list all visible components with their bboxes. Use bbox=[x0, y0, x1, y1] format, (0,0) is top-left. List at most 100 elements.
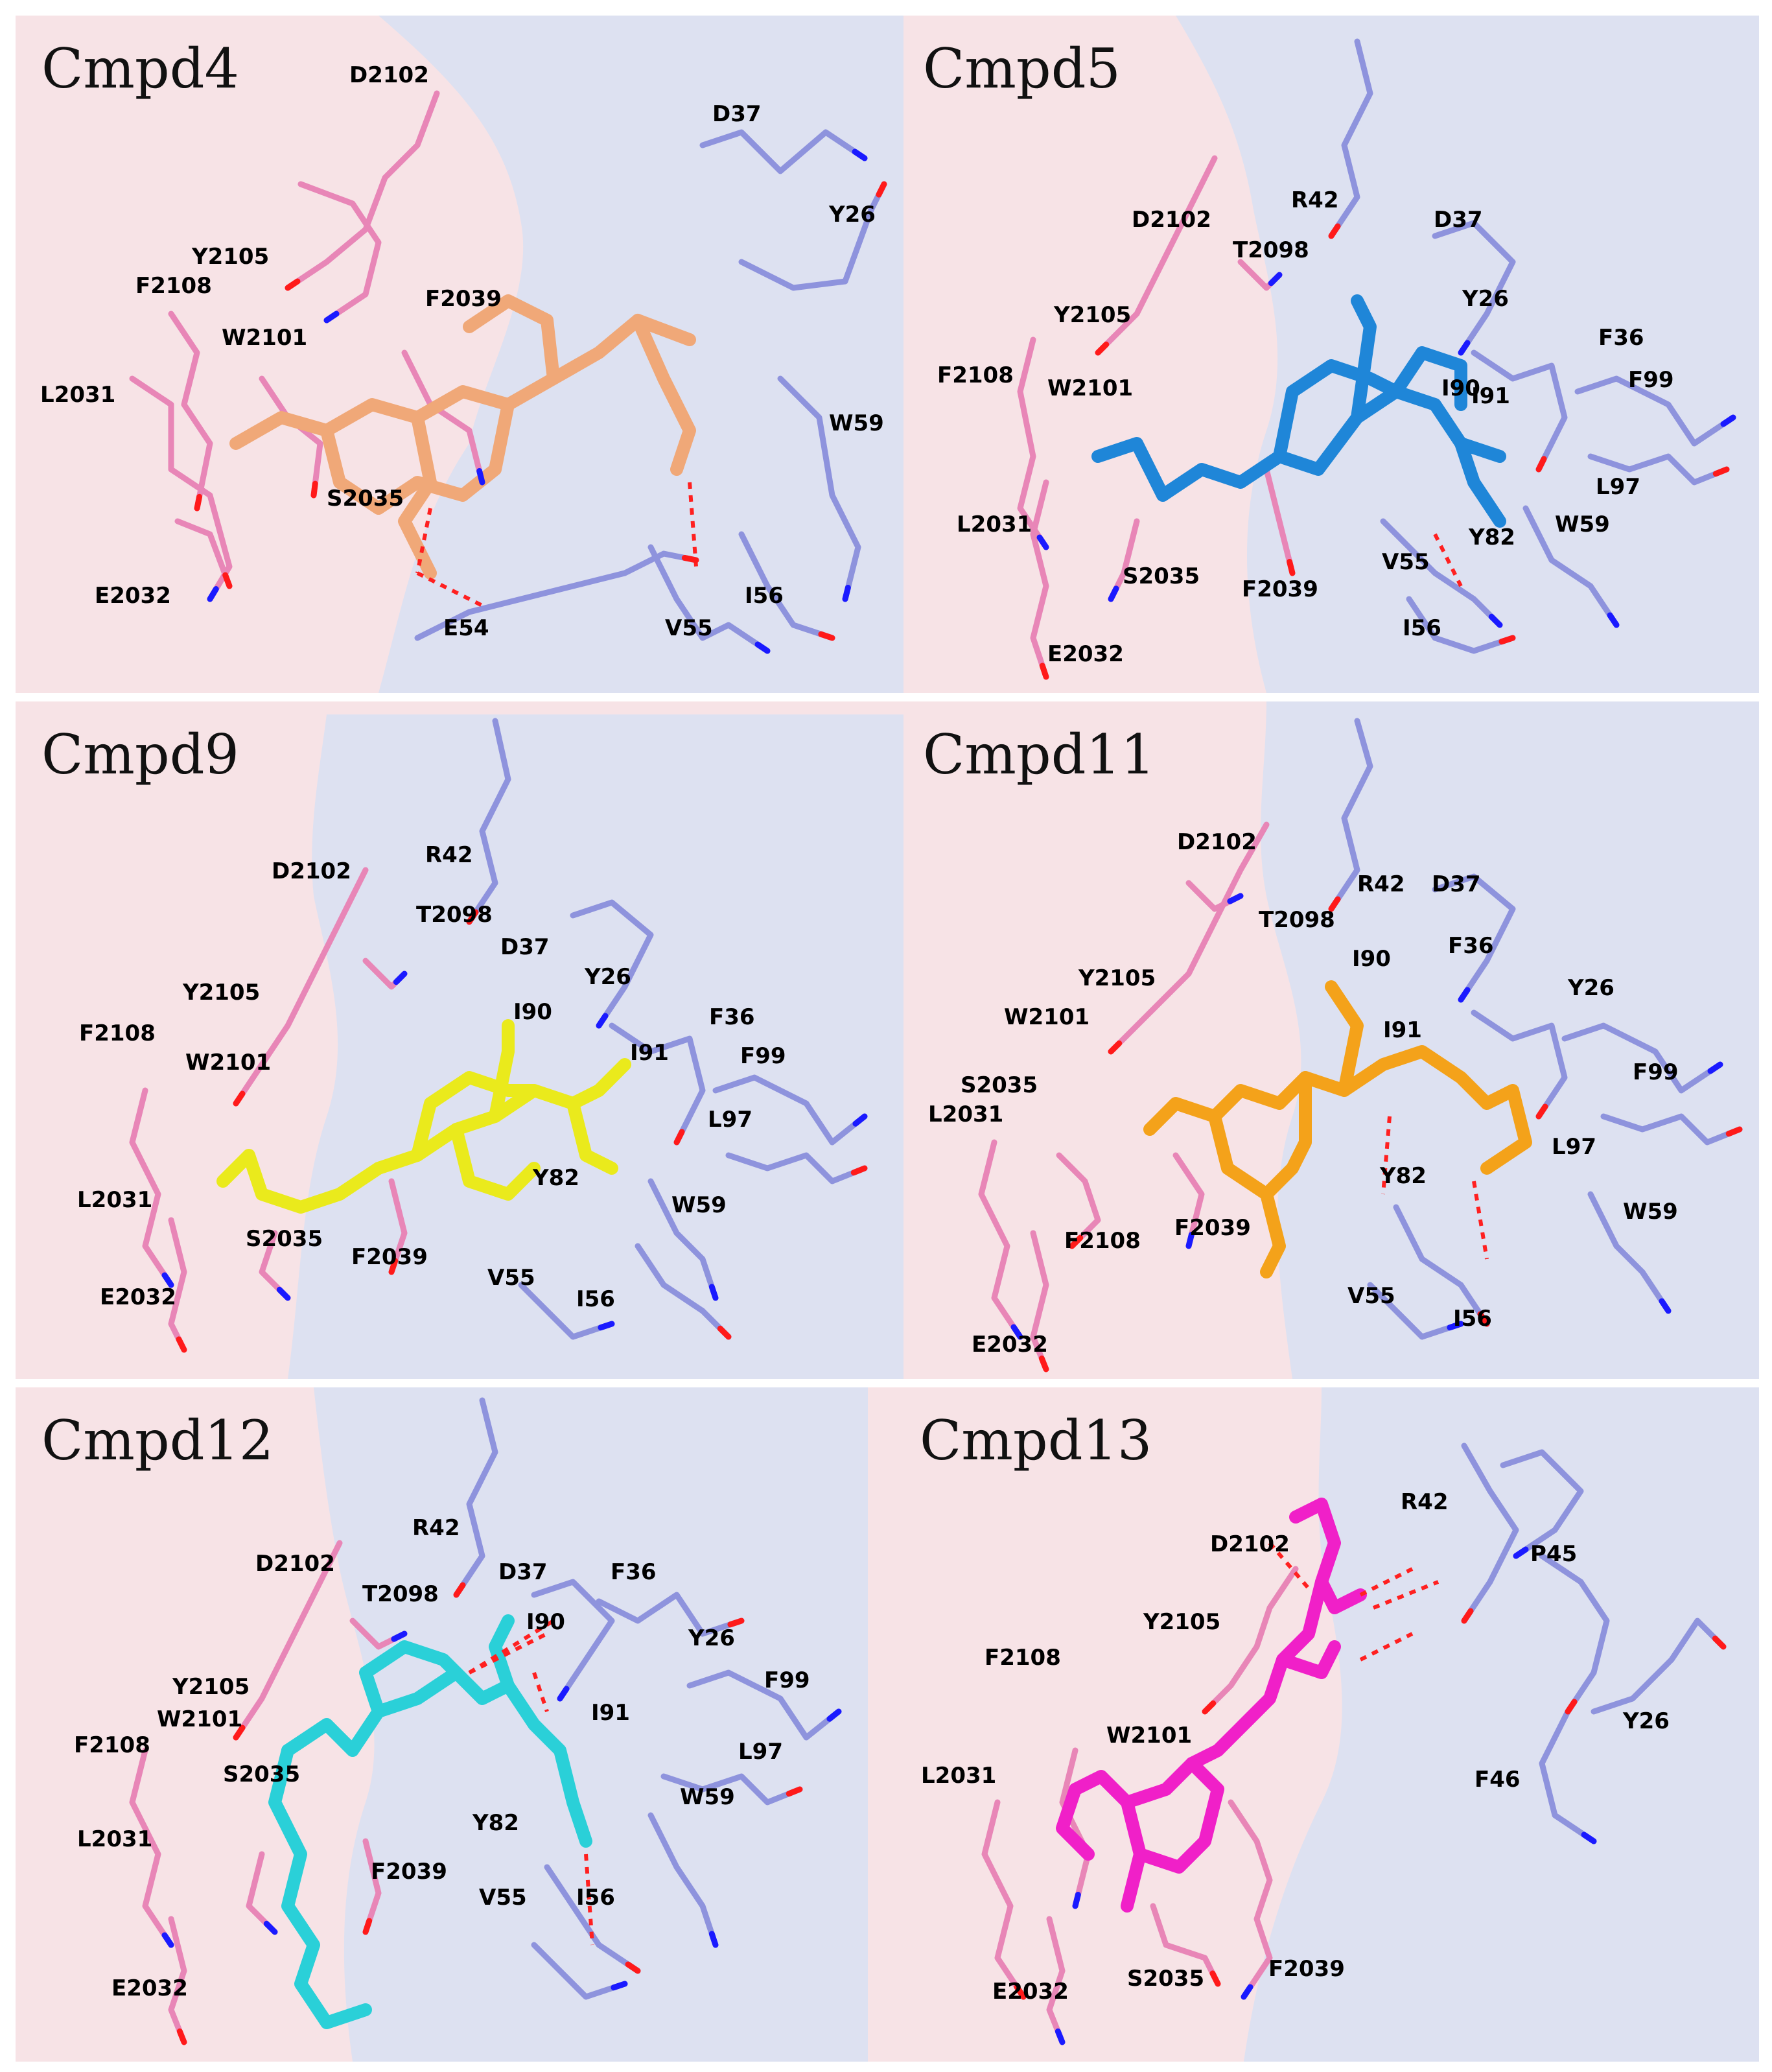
residue-label: Y2105 bbox=[192, 244, 270, 270]
ligand-stick bbox=[320, 398, 515, 515]
hbond bbox=[1433, 533, 1463, 587]
residue-label: I90 bbox=[1441, 375, 1480, 401]
residue-label: V55 bbox=[479, 1885, 527, 1911]
residue-stick bbox=[686, 1669, 842, 1741]
residue-stick bbox=[1522, 505, 1620, 628]
heteroatom-tip bbox=[596, 1013, 609, 1029]
residue-label: E2032 bbox=[111, 1975, 188, 2001]
panel-cmpd12-scene bbox=[16, 1387, 868, 2062]
residue-stick bbox=[738, 181, 887, 291]
heteroatom-tip bbox=[1287, 559, 1296, 576]
panel-cmpd4: Cmpd4 D2102 D37 Y26 Y2105 F2108 F2039 W2… bbox=[16, 16, 903, 693]
ligand-stick bbox=[411, 1071, 541, 1162]
heteroatom-tip bbox=[161, 1272, 174, 1288]
panel-title: Cmpd4 bbox=[41, 37, 239, 100]
residue-label: F2108 bbox=[79, 1020, 156, 1046]
ligand-stick bbox=[1091, 385, 1506, 502]
heteroatom-tip bbox=[852, 148, 868, 161]
residue-label: S2035 bbox=[246, 1226, 323, 1252]
residue-label: F36 bbox=[1598, 325, 1644, 351]
residue-label: P45 bbox=[1530, 1541, 1578, 1567]
residue-stick bbox=[978, 1139, 1023, 1340]
heteroatom-tip bbox=[1477, 1311, 1490, 1327]
residue-label: R42 bbox=[1357, 871, 1405, 897]
heteroatom-tip bbox=[310, 480, 318, 499]
heteroatom-tip bbox=[611, 1981, 628, 1991]
residue-label: D2102 bbox=[349, 62, 429, 88]
heteroatom-tip bbox=[1535, 456, 1547, 473]
residue-label: D37 bbox=[1434, 207, 1483, 233]
residue-label: D37 bbox=[500, 934, 550, 960]
residue-label: Y82 bbox=[1469, 524, 1515, 550]
heteroatom-tip bbox=[1010, 1324, 1023, 1340]
residue-label: R42 bbox=[1401, 1489, 1449, 1515]
residue-label: Y2105 bbox=[183, 980, 261, 1006]
residue-label: Y26 bbox=[1623, 1708, 1670, 1734]
residue-label: I91 bbox=[591, 1700, 630, 1726]
ligand-stick bbox=[1208, 1071, 1312, 1201]
heteroatom-tip bbox=[673, 1129, 685, 1146]
residue-label: W59 bbox=[680, 1784, 735, 1810]
residue-stick bbox=[466, 718, 511, 925]
residue-label: F2108 bbox=[985, 1645, 1061, 1671]
ligand-stick bbox=[1056, 1757, 1198, 1861]
heteroatom-tip bbox=[466, 909, 479, 925]
residue-label: W59 bbox=[1623, 1199, 1678, 1225]
residue-stick bbox=[1432, 220, 1516, 356]
residue-label: D2102 bbox=[272, 858, 351, 884]
panel-cmpd11: Cmpd11 D2102 R42 D37 T2098 F36 I90 Y26 Y… bbox=[903, 701, 1759, 1379]
residue-label: I90 bbox=[526, 1609, 565, 1635]
heteroatom-tip bbox=[1227, 893, 1244, 904]
residue-stick bbox=[647, 1178, 719, 1301]
panel-cmpd9: Cmpd9 R42 D2102 T2098 D37 Y26 Y2105 I90 … bbox=[16, 701, 903, 1379]
heteroatom-tip bbox=[1707, 1061, 1723, 1074]
heteroatom-tip bbox=[1447, 1321, 1464, 1331]
residue-stick bbox=[570, 899, 654, 1029]
panel-cmpd4-scene bbox=[16, 16, 903, 693]
panel-cmpd11-scene bbox=[903, 701, 1759, 1379]
residue-label: L97 bbox=[1552, 1134, 1596, 1160]
heteroatom-tip bbox=[1014, 1984, 1027, 2000]
residue-label: W59 bbox=[829, 410, 884, 436]
residue-stick bbox=[1328, 38, 1373, 239]
residue-stick bbox=[1328, 718, 1373, 912]
heteroatom-tip bbox=[717, 1325, 732, 1340]
heteroatom-tip bbox=[1038, 1355, 1049, 1372]
ligand-stick bbox=[1276, 1640, 1341, 1679]
ligand-stick bbox=[489, 1614, 515, 1692]
residue-label: W59 bbox=[1555, 512, 1610, 537]
residue-label: W2101 bbox=[1106, 1723, 1193, 1748]
heteroatom-tip bbox=[393, 971, 408, 985]
residue-label: L97 bbox=[1596, 474, 1640, 500]
residue-label: E54 bbox=[443, 615, 489, 641]
residue-stick bbox=[1059, 1747, 1091, 1909]
residue-label: Y82 bbox=[1380, 1163, 1427, 1189]
residue-label: R42 bbox=[425, 842, 473, 868]
residue-label: W2101 bbox=[157, 1706, 243, 1732]
residue-stick bbox=[1030, 479, 1049, 680]
residue-label: D37 bbox=[712, 101, 762, 127]
panel-cmpd5: Cmpd5 R42 D2102 D37 T2098 Y26 Y2105 F36 … bbox=[903, 16, 1759, 693]
hbond bbox=[584, 1854, 594, 1946]
heteroatom-tip bbox=[708, 1284, 719, 1301]
heteroatom-tip bbox=[362, 1918, 373, 1935]
residue-label: F99 bbox=[1633, 1059, 1679, 1085]
heteroatom-tip bbox=[826, 1708, 842, 1722]
heteroatom-tip bbox=[1185, 1232, 1195, 1249]
residue-label: F36 bbox=[709, 1004, 755, 1030]
ligand-stick bbox=[463, 294, 560, 385]
residue-stick bbox=[635, 1243, 732, 1340]
heteroatom-tip bbox=[161, 1932, 174, 1948]
residue-label: F2108 bbox=[74, 1732, 150, 1758]
residue-label: L2031 bbox=[77, 1187, 153, 1213]
ligand-stick bbox=[1121, 1757, 1224, 1874]
residue-label: F2039 bbox=[1268, 1956, 1345, 1982]
residue-label: I56 bbox=[1403, 615, 1441, 641]
residue-label: I91 bbox=[630, 1040, 669, 1066]
hbond bbox=[415, 508, 432, 574]
residue-label: S2035 bbox=[961, 1072, 1038, 1098]
residue-label: W2101 bbox=[185, 1050, 272, 1076]
residue-stick bbox=[1046, 1916, 1066, 2045]
heteroatom-tip bbox=[1108, 585, 1119, 602]
residue-label: F99 bbox=[764, 1667, 810, 1693]
